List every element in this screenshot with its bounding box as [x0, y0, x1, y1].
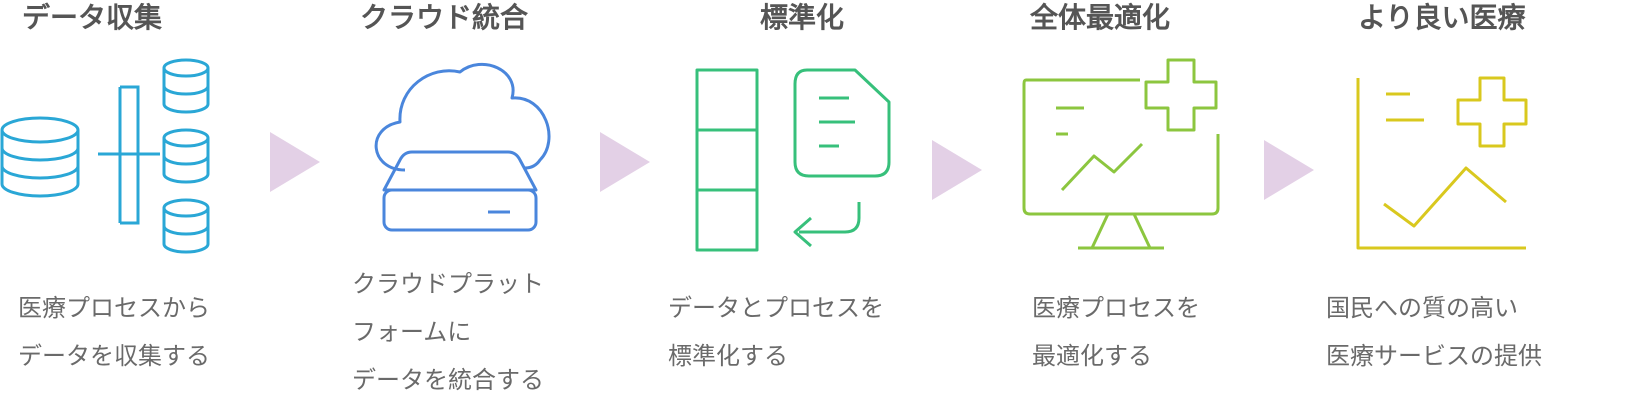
step-cloud-integration: クラウド統合 クラウドプラット フォームに データを統合する — [330, 0, 600, 420]
triangle-right-icon — [270, 132, 320, 192]
step-desc-line: データを収集する — [18, 342, 210, 370]
step-desc-line: 医療サービスの提供 — [1326, 342, 1542, 370]
triangle-right-icon — [600, 132, 650, 192]
step-desc-line: 標準化する — [668, 342, 788, 370]
triangle-right-icon — [1264, 140, 1314, 200]
document-standardize-icon — [695, 68, 891, 252]
cloud-server-icon — [374, 62, 551, 232]
step-title: データ収集 — [22, 1, 163, 34]
step-desc-line: 医療プロセスを — [1032, 294, 1200, 322]
database-network-icon — [0, 58, 210, 254]
step-data-collection: データ収集 医療プロセスから データを収集する — [0, 0, 260, 420]
step-title: クラウド統合 — [360, 1, 529, 34]
step-desc-line: 医療プロセスから — [18, 294, 210, 322]
chart-plus-icon — [1356, 76, 1528, 250]
triangle-right-icon — [932, 140, 982, 200]
monitor-chart-plus-icon — [1022, 58, 1220, 250]
step-desc-line: データとプロセスを — [668, 294, 884, 322]
step-desc-line: クラウドプラット — [352, 270, 544, 298]
step-desc-line: フォームに — [352, 318, 472, 346]
step-optimization: 全体最適化 医療プロセスを 最適化する — [1000, 0, 1260, 420]
step-title: 標準化 — [760, 1, 845, 34]
step-better-healthcare: より良い医療 国民への質の高い 医療サービスの提供 — [1320, 0, 1638, 420]
step-title: 全体最適化 — [1030, 1, 1171, 34]
step-desc-line: データを統合する — [352, 366, 544, 394]
step-title: より良い医療 — [1358, 1, 1526, 34]
step-desc-line: 国民への質の高い — [1326, 294, 1518, 322]
step-standardization: 標準化 データとプロセスを 標準化する — [665, 0, 935, 420]
step-desc-line: 最適化する — [1032, 342, 1152, 370]
